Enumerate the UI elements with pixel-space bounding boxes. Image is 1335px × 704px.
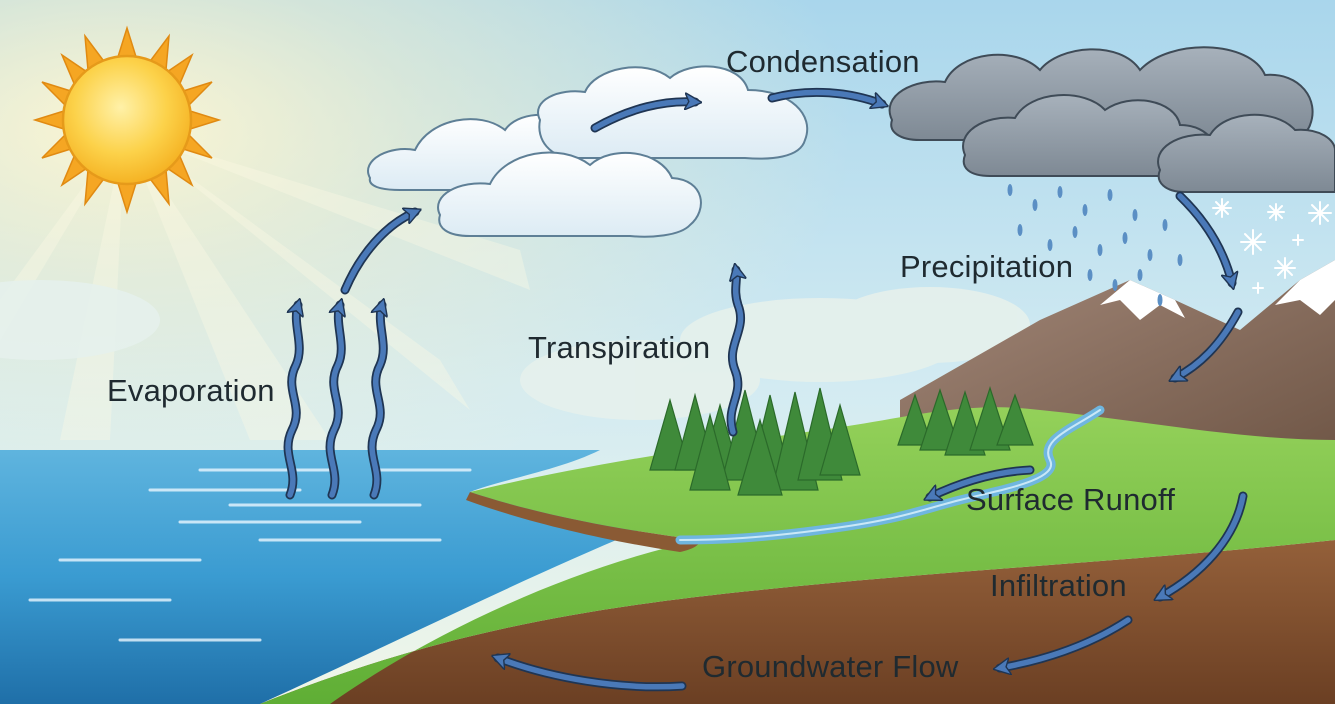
cloud-gray (888, 46, 1335, 193)
soil-layer (260, 540, 1335, 704)
sun-icon (32, 25, 222, 215)
grassland (260, 407, 1335, 704)
forest-left (649, 387, 861, 496)
cloud-white-bottom (437, 151, 702, 238)
groundwater-flow-label: Groundwater Flow (702, 649, 959, 684)
ocean-sparkles (28, 468, 472, 642)
forest-right (897, 386, 1034, 456)
snowflakes (1212, 198, 1332, 294)
precipitation-label: Precipitation (900, 249, 1074, 284)
condensation-label: Condensation (726, 44, 920, 79)
transpiration-label: Transpiration (528, 330, 711, 365)
horizon-clouds (0, 280, 1030, 420)
evaporation-label: Evaporation (107, 373, 275, 408)
surface-runoff-label: Surface Runoff (966, 482, 1176, 517)
rain-drops (1007, 184, 1183, 306)
cloud-white-top (537, 65, 809, 160)
shoreline (466, 492, 700, 552)
infiltration-label: Infiltration (990, 568, 1127, 603)
